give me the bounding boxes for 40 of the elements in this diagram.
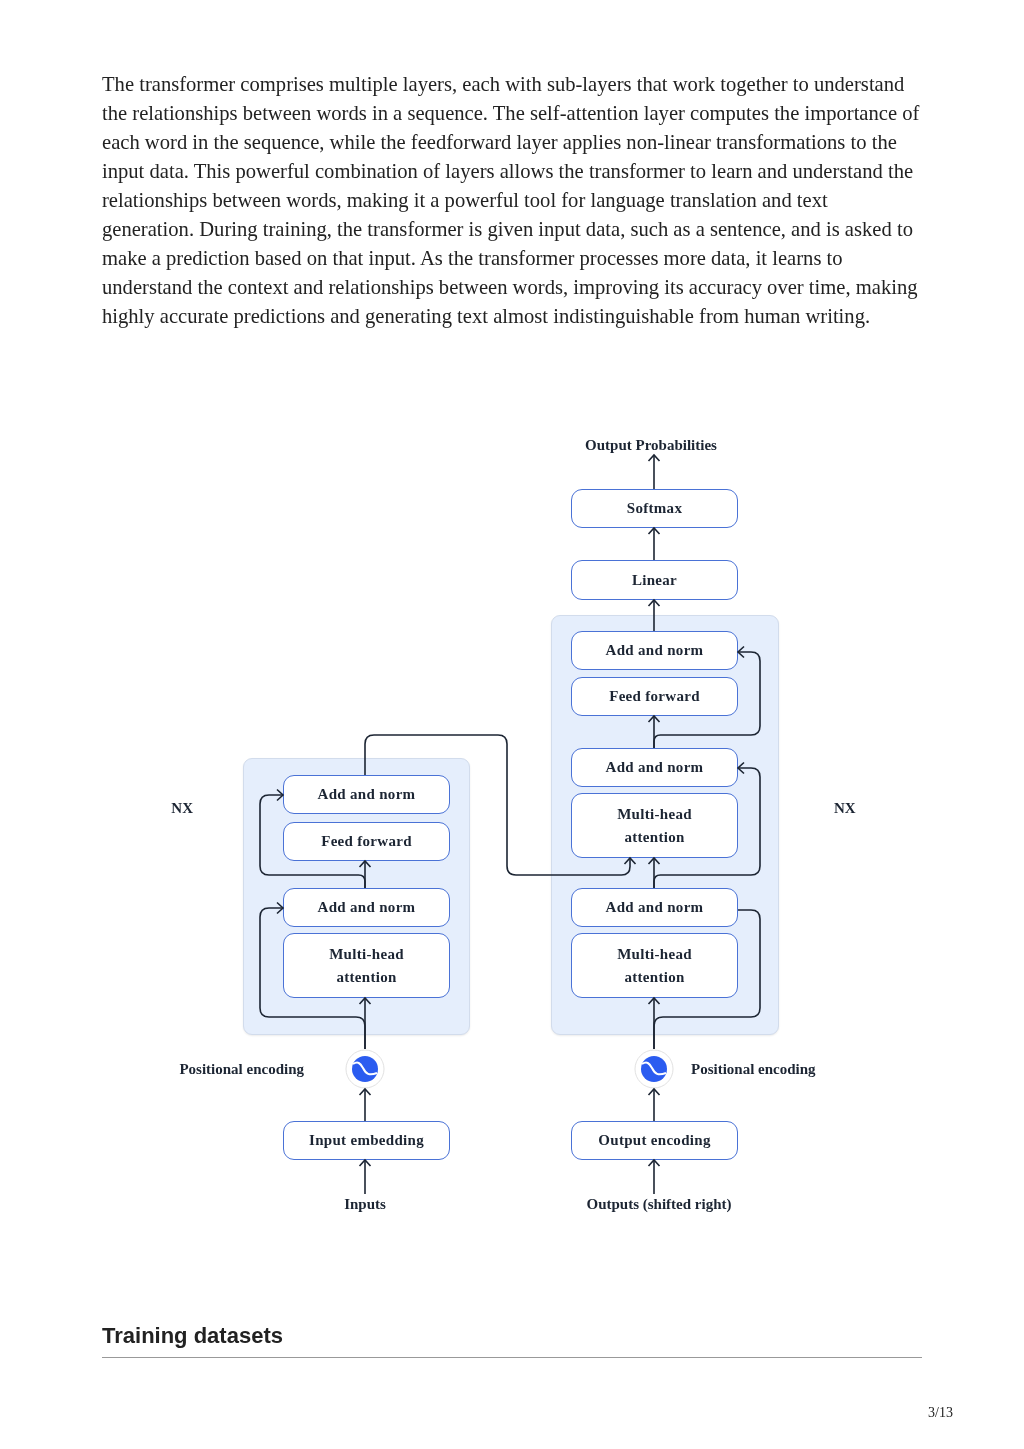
- arrow: [358, 1159, 372, 1195]
- arrow: [364, 734, 637, 876]
- arrow: [647, 599, 661, 632]
- section-heading: Training datasets: [102, 1322, 283, 1350]
- arrow: [259, 901, 366, 1050]
- layer-box: Softmax: [571, 489, 738, 528]
- stack-panel: [243, 758, 470, 1035]
- page-number: 3/13: [928, 1404, 953, 1422]
- side-label: NX: [834, 799, 856, 818]
- layer-box: Add and norm: [571, 888, 738, 927]
- layer-box: Output encoding: [571, 1121, 738, 1160]
- layer-box: Input embedding: [283, 1121, 450, 1160]
- flow-label: Output Probabilities: [571, 435, 731, 455]
- layer-box: Add and norm: [571, 748, 738, 787]
- arrow: [358, 1088, 372, 1122]
- side-label: NX: [171, 799, 193, 818]
- arrow: [653, 645, 761, 749]
- arrow: [653, 761, 761, 889]
- layer-box: Feed forward: [283, 822, 450, 861]
- layer-box: Multi-head attention: [571, 793, 738, 858]
- layer-box: Feed forward: [571, 677, 738, 716]
- side-label: Positional encoding: [691, 1060, 816, 1079]
- wave-icon: [345, 1049, 385, 1089]
- layer-box: Add and norm: [571, 631, 738, 670]
- layer-box: Add and norm: [283, 775, 450, 814]
- flow-label: Inputs: [335, 1194, 395, 1214]
- layer-box: Add and norm: [283, 888, 450, 927]
- layer-box: Linear: [571, 560, 738, 600]
- layer-box: Multi-head attention: [283, 933, 450, 998]
- arrow: [647, 1088, 661, 1122]
- paragraph-text: The transformer comprises multiple layers, each with sub-layers that work together to understand the relationships between words in a sequence. The self-attention layer computes the importance of each word in the sequence, while the feedforward layer applies non-linear transformations to the input data. This powerful combination of layers allows the transformer to learn and understand the relationships between words, making it a powerful tool for language translation and text generation. During training, the transformer is given input data, such as a sentence, and is asked to make a prediction based on that input. As the transformer processes more data, it learns to understand the context and relationships between words, improving its accuracy over time, making highly accurate predictions and generating text almost indistinguishable from human writing.: [102, 72, 920, 330]
- side-label: Positional encoding: [179, 1060, 304, 1079]
- arrow: [647, 527, 661, 561]
- arrow: [647, 1159, 661, 1195]
- layer-box: Multi-head attention: [571, 933, 738, 998]
- arrow: [647, 454, 661, 490]
- stack-panel: [551, 615, 779, 1035]
- flow-label: Outputs (shifted right): [570, 1194, 748, 1214]
- wave-icon: [634, 1049, 674, 1089]
- arrow: [259, 788, 366, 889]
